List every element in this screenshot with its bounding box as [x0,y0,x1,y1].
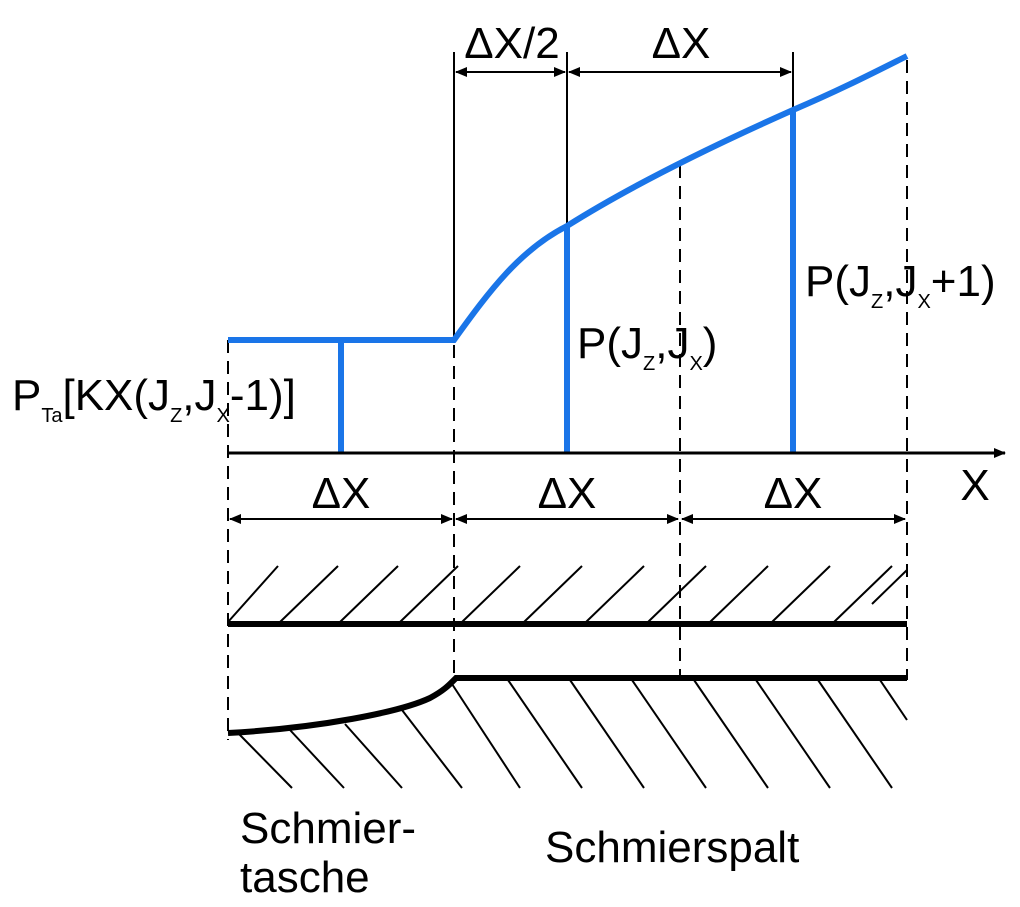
x-axis-label: X [960,461,989,510]
lower-surface [227,675,908,789]
dim-label-dx-2: ΔX [538,469,597,518]
upper-surface-hatching [227,565,908,623]
lower-wall-line [227,675,907,736]
lower-surface-hatching [237,679,908,789]
pressure-curve [228,53,909,343]
dimension-extension-lines [453,52,794,342]
label-p-ta: PTa[KX(JZ,JX-1)] [12,371,296,427]
dim-label-dx-3: ΔX [764,469,823,518]
label-p-jz-jx: P(JZ,JX) [577,319,717,375]
label-gap: Schmierspalt [545,823,799,872]
upper-surface [227,565,908,627]
label-pocket-line2: tasche [240,853,370,902]
label-p-jz-jx-plus-1: P(JZ,JX+1) [805,257,996,313]
dim-label-dx-1: ΔX [312,469,371,518]
dim-label-dx-top: ΔX [652,19,711,68]
label-pocket-line1: Schmier- [240,804,416,853]
pressure-profile [228,53,909,453]
dim-label-half-dx: ΔX/2 [464,19,559,68]
